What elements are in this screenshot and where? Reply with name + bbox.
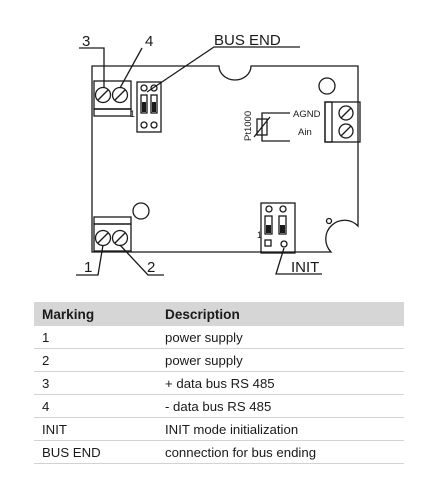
marking-cell: INIT (34, 417, 157, 441)
bus-end-dip-switch (136, 81, 162, 133)
pt1000-label: Pt1000 (243, 111, 254, 141)
legend-row: 1 power supply (34, 326, 404, 349)
pt1000-sensor-wiring (253, 112, 290, 142)
board-outline (91, 65, 359, 253)
mounting-hole-small (325, 217, 333, 225)
marking-cell: 4 (34, 394, 157, 418)
callout-label-1: 1 (84, 259, 92, 276)
legend-row: 4 - data bus RS 485 (34, 394, 404, 418)
legend-row: 3 + data bus RS 485 (34, 371, 404, 395)
description-cell: INIT mode initialization (157, 417, 404, 441)
agnd-terminal-label: AGND (293, 109, 321, 120)
callout-label-3: 3 (82, 33, 90, 50)
bus-end-lever-2 (152, 102, 156, 112)
marking-legend-table: Marking Description 1 power supply 2 pow… (34, 302, 404, 464)
mounting-hole-top-right (318, 77, 336, 95)
description-cell: + data bus RS 485 (157, 371, 404, 395)
legend-row: INIT INIT mode initialization (34, 417, 404, 441)
init-lever-1 (266, 225, 271, 233)
terminal-block-top (93, 80, 132, 117)
ain-terminal-label: Ain (298, 127, 312, 138)
terminal-block-right (324, 101, 361, 143)
callout-label-4: 4 (145, 33, 153, 50)
marking-cell: 1 (34, 326, 157, 349)
bus-end-switch-mark: 1 (130, 109, 135, 119)
callout-label-init: INIT (291, 259, 319, 276)
callout-leaders (76, 46, 322, 276)
description-cell: connection for bus ending (157, 440, 404, 464)
mounting-hole-left (132, 202, 150, 220)
marking-cell: BUS END (34, 440, 157, 464)
init-switch-mark: 1 (257, 230, 262, 240)
description-header: Description (157, 302, 404, 326)
wiring-diagram: 3 4 BUS END 1 2 INIT Pt1000 AGND Ain 1 1 (76, 32, 361, 276)
legend-row: 2 power supply (34, 348, 404, 372)
marking-cell: 2 (34, 348, 157, 372)
description-cell: power supply (157, 326, 404, 349)
init-dip-switch (260, 202, 296, 254)
terminal-block-bottom (93, 216, 132, 252)
init-lever-2 (280, 225, 285, 233)
legend-row: BUS END connection for bus ending (34, 440, 404, 464)
bus-end-lever-1 (142, 102, 146, 112)
callout-label-bus-end: BUS END (214, 32, 281, 49)
marking-header: Marking (34, 302, 157, 326)
legend-header-row: Marking Description (34, 302, 404, 326)
description-cell: power supply (157, 348, 404, 372)
marking-cell: 3 (34, 371, 157, 395)
callout-label-2: 2 (147, 259, 155, 276)
description-cell: - data bus RS 485 (157, 394, 404, 418)
